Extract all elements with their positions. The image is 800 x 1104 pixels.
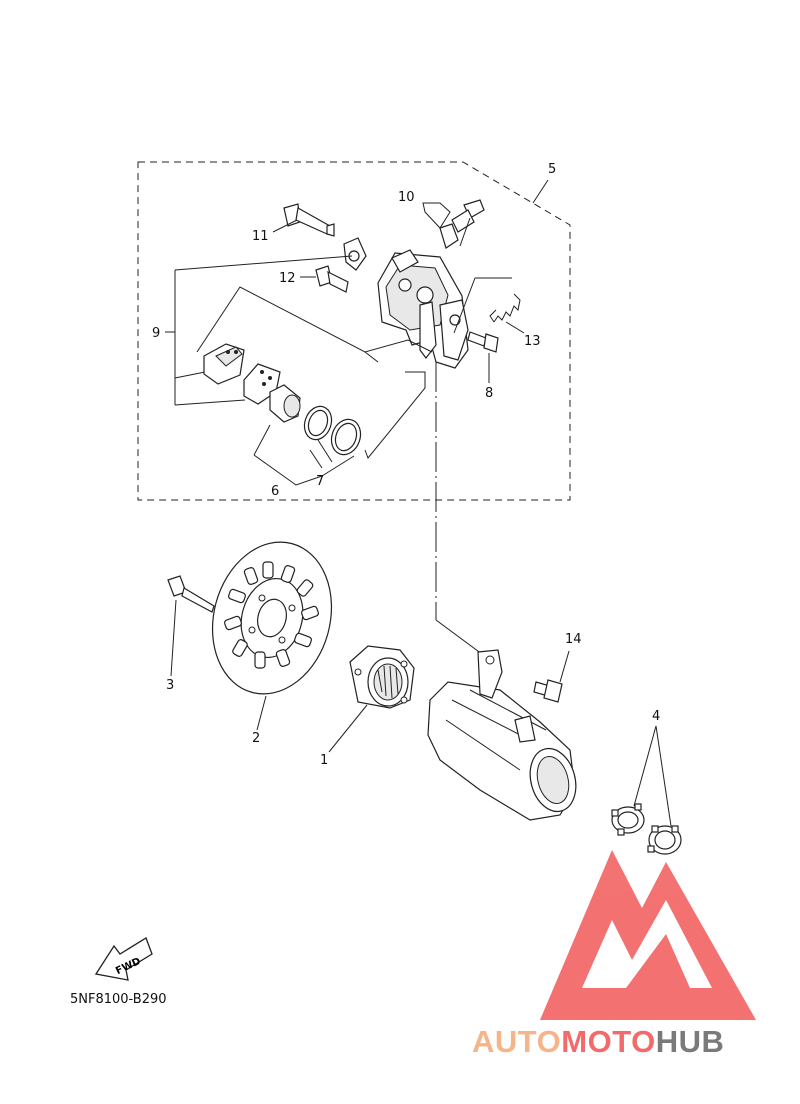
callout-12: 12 — [279, 271, 296, 286]
fwd-arrow-icon: FWD — [94, 937, 153, 981]
callout-8: 8 — [485, 386, 493, 401]
callout-2: 2 — [252, 731, 260, 746]
callout-14: 14 — [565, 632, 582, 647]
bleed-screw — [439, 199, 485, 249]
sleeve-bolt — [315, 265, 349, 293]
callout-4: 4 — [652, 709, 660, 724]
brake-hub — [349, 645, 415, 709]
callout-10: 10 — [398, 190, 415, 205]
caliper-body — [377, 249, 469, 369]
caliper-assembly-boundary — [137, 161, 571, 501]
disc-bolt — [167, 575, 215, 613]
bracket-bolt — [533, 679, 563, 703]
callout-6: 6 — [271, 484, 279, 499]
brake-disc — [211, 541, 333, 695]
callout-13: 13 — [524, 334, 541, 349]
watermark-logo — [540, 850, 756, 1020]
lock-nut-2 — [647, 825, 682, 855]
callout-3: 3 — [166, 678, 174, 693]
caliper-bolt — [467, 331, 499, 353]
callout-11: 11 — [252, 229, 269, 244]
callout-9: 9 — [152, 326, 160, 341]
pin-bolt — [283, 203, 335, 237]
caliper-piston — [269, 384, 301, 423]
callout-7: 7 — [316, 474, 324, 489]
callout-5: 5 — [548, 162, 556, 177]
axle-housing — [427, 649, 577, 821]
pad-spring — [489, 293, 521, 323]
lock-nut — [611, 803, 645, 836]
callout-1: 1 — [320, 753, 328, 768]
diagram-code: 5NF8100-B290 — [70, 992, 167, 1007]
watermark-text: AUTOMOTOHUB — [472, 1024, 724, 1059]
brake-pad-inner — [203, 343, 245, 385]
